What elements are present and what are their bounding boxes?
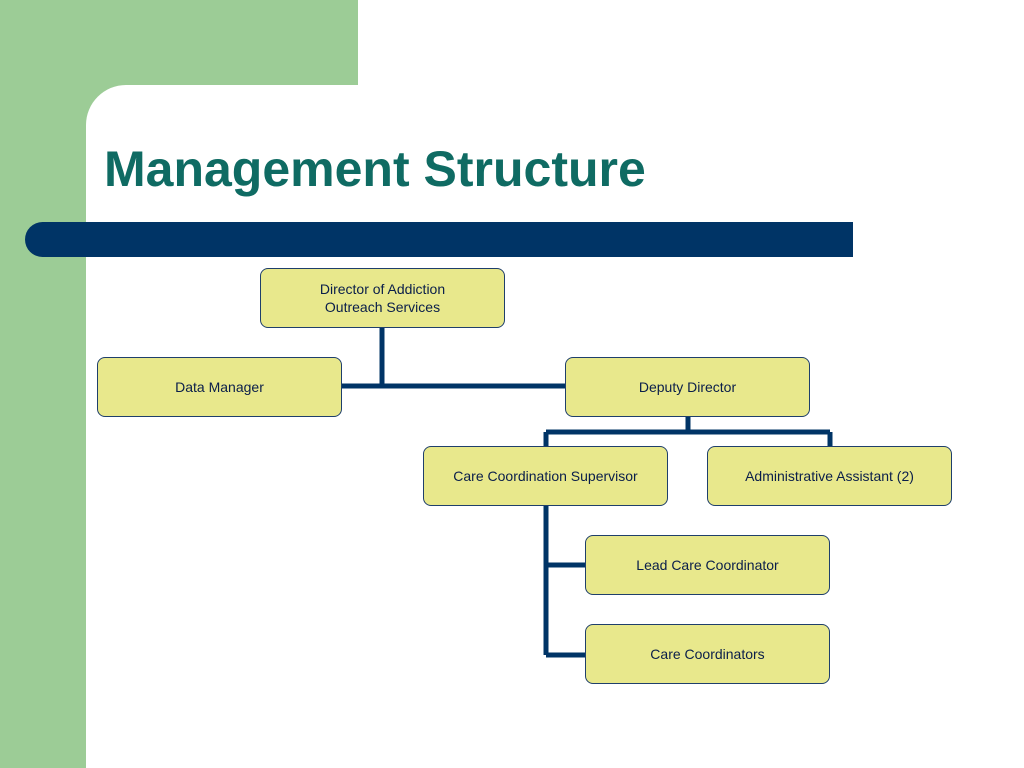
title-underline-bar (25, 222, 853, 257)
node-care-coordinators: Care Coordinators (585, 624, 830, 684)
node-director-label: Director of Addiction Outreach Services (319, 281, 446, 315)
node-deputy-director-label: Deputy Director (638, 379, 737, 395)
node-data-manager-label: Data Manager (175, 379, 264, 395)
node-data-manager: Data Manager (97, 357, 342, 417)
node-lead-care-coordinator-label: Lead Care Coordinator (636, 557, 779, 573)
node-lead-care-coordinator: Lead Care Coordinator (585, 535, 830, 595)
node-director: Director of Addiction Outreach Services (260, 268, 505, 328)
node-deputy-director: Deputy Director (565, 357, 810, 417)
slide-title: Management Structure (104, 141, 646, 197)
node-care-coordination-supervisor: Care Coordination Supervisor (423, 446, 668, 506)
node-care-coordinators-label: Care Coordinators (650, 646, 765, 662)
node-administrative-assistant-label: Administrative Assistant (2) (745, 468, 914, 484)
node-care-coordination-supervisor-label: Care Coordination Supervisor (453, 468, 638, 484)
node-administrative-assistant: Administrative Assistant (2) (707, 446, 952, 506)
